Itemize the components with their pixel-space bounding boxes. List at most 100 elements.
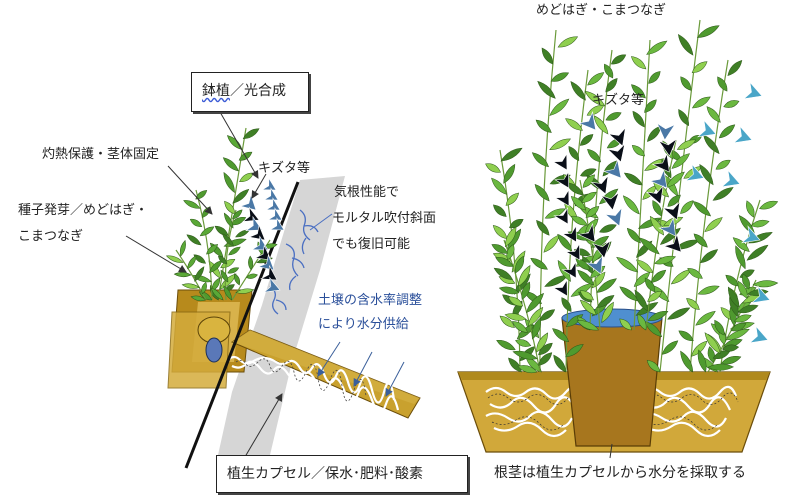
leaf <box>630 56 647 70</box>
leaf <box>526 292 544 314</box>
kizuta-right-label: キズタ等 <box>592 93 645 108</box>
leaf <box>179 239 186 257</box>
leaf <box>223 171 235 193</box>
ivy-leaf <box>602 159 622 179</box>
leaf <box>536 332 548 353</box>
leaf <box>737 304 759 314</box>
arrow-capsule-box <box>241 393 283 463</box>
ivy-leaf <box>662 233 682 253</box>
leaf <box>538 352 553 366</box>
leaf <box>230 216 247 226</box>
leaf <box>665 171 685 188</box>
leaf <box>227 267 240 274</box>
leaf <box>676 139 697 150</box>
leaf <box>222 233 234 247</box>
leaf <box>518 265 531 287</box>
ivy-leaf <box>577 110 597 131</box>
ivy-leaf <box>658 216 676 237</box>
ivy-leaf <box>245 215 263 231</box>
leaf <box>678 109 689 126</box>
leaf <box>579 299 597 316</box>
kizuta-left-label: キズタ等 <box>258 161 311 176</box>
leaf <box>686 298 700 310</box>
leaf <box>714 319 725 336</box>
arrow-aerial <box>309 213 333 231</box>
leaf <box>514 255 525 274</box>
leaf <box>585 206 600 218</box>
leaf <box>224 200 236 215</box>
leaf <box>610 54 627 65</box>
leaf <box>549 138 571 150</box>
leaf <box>537 80 556 99</box>
leaf <box>580 168 597 177</box>
leaf <box>692 200 712 217</box>
leaf <box>531 317 541 340</box>
leaf <box>697 349 707 373</box>
photosynthesis-box: 鉢植／光合成 <box>191 72 309 112</box>
leaf <box>262 243 278 249</box>
leaf <box>549 98 570 116</box>
leaf <box>634 289 648 312</box>
leaf <box>717 76 728 92</box>
leaf <box>493 267 514 280</box>
pot-capsule-seed <box>205 337 223 363</box>
leaf <box>661 340 679 355</box>
ivy-leaf <box>684 163 705 182</box>
leaf <box>687 268 703 279</box>
leaf <box>544 208 566 219</box>
arrow-heat <box>167 165 213 215</box>
leaf <box>680 350 694 373</box>
leaf <box>619 318 632 331</box>
ivy-leaf <box>254 244 272 261</box>
leaf <box>722 344 740 352</box>
leaf <box>742 273 750 290</box>
leaf <box>576 320 600 331</box>
ivy-leaf <box>554 170 570 189</box>
left-plant <box>165 127 285 302</box>
leaf <box>596 295 615 308</box>
leaf <box>232 188 250 204</box>
capsule-box-label: 植生カプセル／保水･肥料･酸素 <box>227 466 423 482</box>
leaf <box>234 273 241 286</box>
leaf <box>187 255 197 270</box>
aerial-label-line1: 気根性能で <box>334 185 400 200</box>
leaf <box>581 191 597 203</box>
leaf <box>587 148 602 163</box>
leaf <box>667 194 681 207</box>
seed-label-line2: こまつなぎ <box>18 229 84 244</box>
ivy-leaf <box>248 224 266 241</box>
leaf <box>508 296 524 307</box>
right-top-label: めどはぎ・こまつなぎ <box>536 3 667 18</box>
leaf <box>691 61 708 74</box>
leaf <box>737 280 748 299</box>
leaf <box>552 328 570 343</box>
leaf <box>485 163 501 173</box>
leaf <box>725 274 739 287</box>
leaf <box>165 255 184 263</box>
leaf <box>517 365 538 374</box>
ivy-leaf <box>662 200 681 221</box>
leaf <box>220 269 229 283</box>
leaf <box>599 224 617 233</box>
leaf <box>568 145 580 161</box>
top-box-part2: ／光合成 <box>230 83 286 99</box>
leaf <box>746 244 769 261</box>
leaf <box>531 152 549 168</box>
leaf <box>248 255 254 271</box>
leaf <box>492 225 508 240</box>
leaf <box>695 310 716 326</box>
ivy-leaf <box>585 254 603 275</box>
leaf <box>223 285 232 301</box>
leaf <box>183 200 201 209</box>
leaf <box>515 339 532 347</box>
leaf <box>195 190 208 200</box>
leaf <box>632 110 645 128</box>
leaf <box>498 286 520 295</box>
ivy-leaf <box>267 207 283 221</box>
ivy-leaf <box>696 119 717 138</box>
leaf <box>496 340 516 351</box>
leaf <box>654 255 677 265</box>
leaf <box>728 286 740 309</box>
stem <box>689 59 729 373</box>
leaf <box>173 272 192 278</box>
